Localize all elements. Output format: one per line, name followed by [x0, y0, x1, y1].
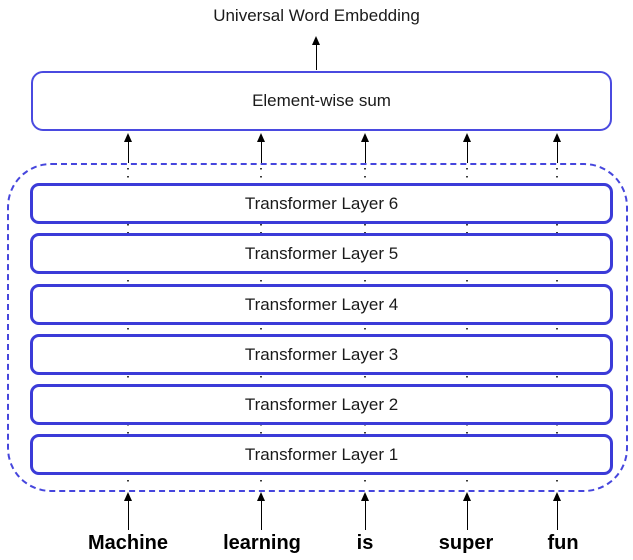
arrow-head-icon [360, 133, 369, 142]
arrow-shaft [127, 140, 129, 163]
dotted-flow-line-5 [556, 168, 558, 486]
transformer-layer-box-1: Transformer Layer 1 [30, 434, 613, 475]
output-arrow-head-icon [311, 36, 320, 45]
dotted-flow-line-4 [466, 168, 468, 486]
arrow-head-icon [462, 133, 471, 142]
arrow-shaft [127, 499, 129, 530]
transformer-layer-label: Transformer Layer 2 [244, 394, 399, 414]
input-token-5: fun [547, 532, 579, 554]
arrow-shaft [260, 499, 262, 530]
transformer-layer-box-2: Transformer Layer 2 [30, 384, 613, 425]
input-token-3: is [356, 532, 374, 554]
transformer-layer-box-4: Transformer Layer 4 [30, 284, 613, 325]
arrow-shaft [260, 140, 262, 163]
transformer-layer-label: Transformer Layer 5 [244, 243, 399, 263]
arrow-head-icon [462, 492, 471, 501]
transformer-layer-box-5: Transformer Layer 5 [30, 233, 613, 274]
input-token-4: super [438, 532, 494, 554]
arrow-head-icon [123, 492, 132, 501]
sum-box: Element-wise sum [31, 71, 612, 131]
arrow-head-icon [360, 492, 369, 501]
arrow-shaft [364, 140, 366, 163]
transformer-layer-box-6: Transformer Layer 6 [30, 183, 613, 224]
arrow-shaft [364, 499, 366, 530]
transformer-layer-box-3: Transformer Layer 3 [30, 334, 613, 375]
arrow-head-icon [552, 492, 561, 501]
sum-box-label: Element-wise sum [252, 91, 391, 110]
arrow-head-icon [256, 133, 265, 142]
arrow-head-icon [552, 133, 561, 142]
dotted-flow-line-3 [364, 168, 366, 486]
output-arrow-shaft [315, 43, 317, 70]
arrow-head-icon [256, 492, 265, 501]
input-token-2: learning [223, 532, 301, 554]
arrow-head-icon [123, 133, 132, 142]
arrow-shaft [466, 140, 468, 163]
arrow-shaft [556, 140, 558, 163]
transformer-layer-label: Transformer Layer 6 [244, 193, 399, 213]
transformer-layer-label: Transformer Layer 3 [244, 344, 399, 364]
encoder-container [7, 163, 628, 492]
transformer-layer-label: Transformer Layer 1 [244, 444, 399, 464]
input-token-1: Machine [87, 532, 169, 554]
dotted-flow-line-2 [260, 168, 262, 486]
transformer-layer-label: Transformer Layer 4 [244, 294, 399, 314]
dotted-flow-line-1 [127, 168, 129, 486]
arrow-shaft [556, 499, 558, 530]
arrow-shaft [466, 499, 468, 530]
diagram-title: Universal Word Embedding [213, 6, 420, 25]
